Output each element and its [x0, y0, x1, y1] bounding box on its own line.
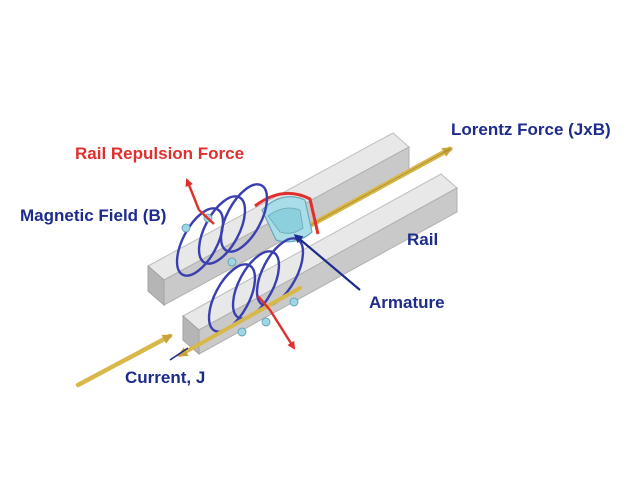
armature-label: Armature — [369, 293, 445, 312]
magnetic-field-label: Magnetic Field (B) — [20, 206, 167, 225]
current-label: Current, J — [125, 368, 206, 387]
repulsion-arrow-bottom-down — [268, 309, 296, 350]
rail-label: Rail — [407, 230, 439, 249]
rail-repulsion-force-label: Rail Repulsion Force — [75, 144, 245, 163]
repulsion-arrow-top-up — [185, 178, 201, 211]
current-along-rail-arrow — [177, 286, 302, 357]
repulsion-arrow-top-down — [198, 209, 215, 225]
lorentz-force-label: Lorentz Force (JxB) — [451, 120, 611, 139]
field-markers — [181, 213, 299, 337]
current-pointer — [169, 347, 189, 361]
armature-pointer — [293, 234, 361, 291]
current-in-arrow — [75, 333, 173, 388]
